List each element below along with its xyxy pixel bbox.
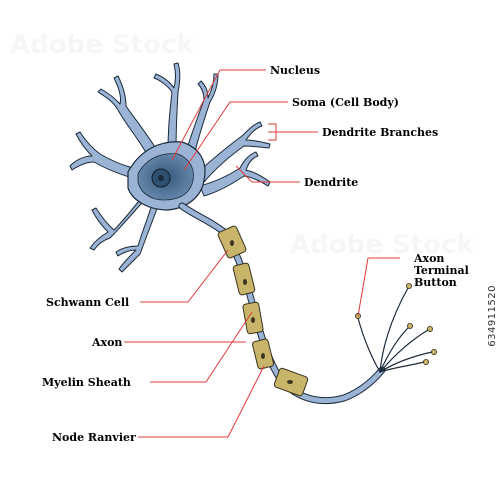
- nucleolus: [158, 175, 164, 181]
- image-id: 634911520: [487, 285, 498, 347]
- schwann-cell: [232, 262, 256, 296]
- axon-terminals: [357, 287, 433, 373]
- terminal-button: [430, 348, 437, 355]
- label-axon: Axon: [91, 336, 122, 349]
- dendrites: [69, 62, 271, 273]
- label-schwann-cell: Schwann Cell: [46, 296, 129, 309]
- label-dendrite: Dendrite: [304, 176, 358, 189]
- label-nucleus: Nucleus: [270, 64, 320, 77]
- terminal-button: [422, 358, 429, 365]
- terminal-button: [426, 325, 433, 332]
- label-dendrite-branches: Dendrite Branches: [322, 126, 438, 139]
- label-soma: Soma (Cell Body): [292, 96, 399, 109]
- label-axon-terminal-2: Terminal: [414, 264, 469, 277]
- myelin-sheath: [217, 225, 309, 397]
- terminal-button: [405, 282, 412, 289]
- label-axon-terminal-1: Axon: [413, 252, 444, 265]
- label-myelin-sheath: Myelin Sheath: [42, 376, 131, 389]
- label-axon-terminal-3: Button: [414, 276, 457, 289]
- label-node-ranvier: Node Ranvier: [52, 431, 136, 444]
- terminal-button: [406, 322, 413, 329]
- leader-lines: [124, 69, 400, 438]
